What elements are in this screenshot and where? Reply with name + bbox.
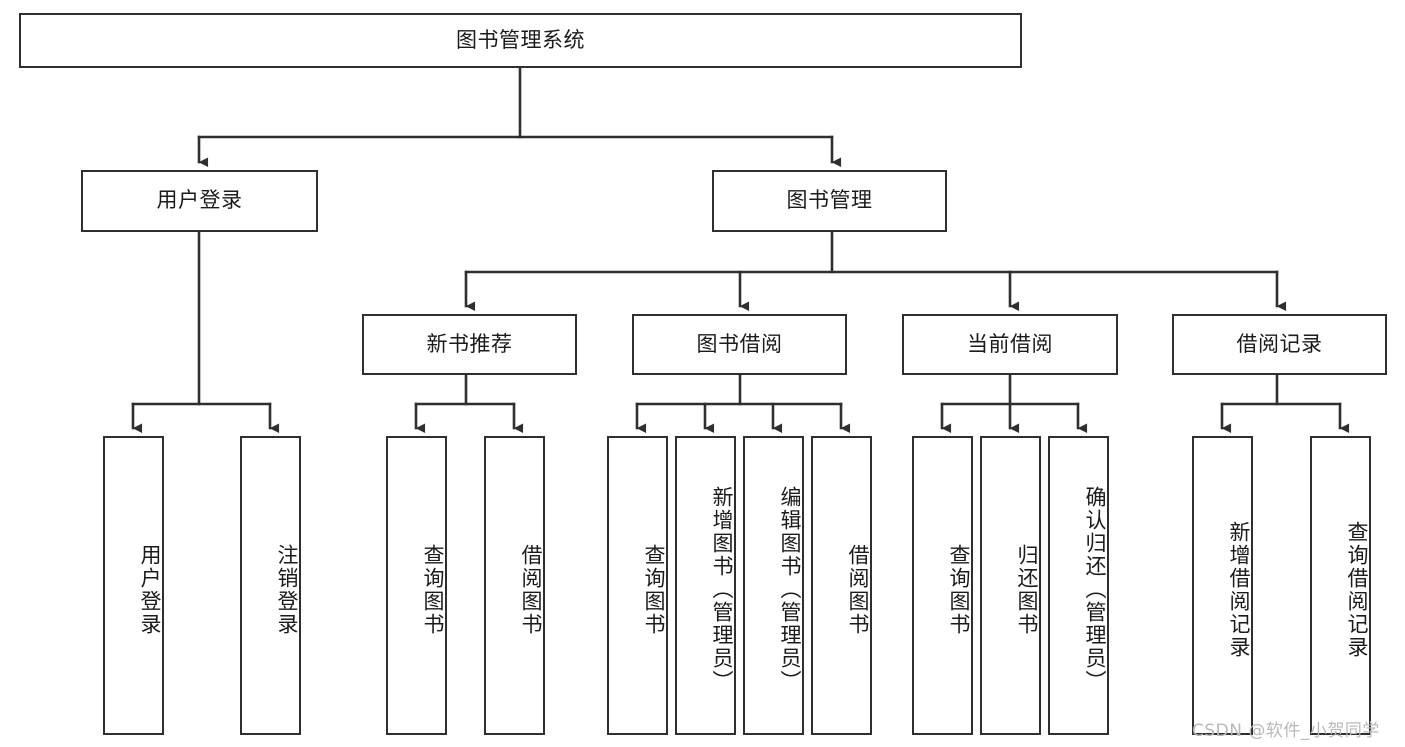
node-book-management[interactable]: 图书管理 [712,170,947,232]
leaf-label: 新增图书（管理员） [710,486,734,693]
leaf-label: 借阅图书 [846,543,870,636]
leaf-label: 归还图书 [1015,543,1039,636]
leaf-current-query-book[interactable]: 查询图书 [912,436,973,735]
node-current-borrow[interactable]: 当前借阅 [902,314,1118,375]
csdn-watermark: CSDN @软件_小贺同学 [1192,721,1380,741]
leaf-label: 新增借阅记录 [1227,520,1251,659]
leaf-borrow-query-book[interactable]: 查询图书 [607,436,668,735]
node-user-login[interactable]: 用户登录 [81,170,318,232]
leaf-label: 查询图书 [421,543,445,636]
leaf-borrow-borrow-book[interactable]: 借阅图书 [811,436,872,735]
node-new-book-recommend[interactable]: 新书推荐 [362,314,577,375]
leaf-user-login-login[interactable]: 用户登录 [103,436,164,735]
leaf-label: 确认归还（管理员） [1083,486,1107,693]
leaf-label: 用户登录 [138,543,162,636]
leaf-label: 查询图书 [642,543,666,636]
leaf-record-add[interactable]: 新增借阅记录 [1192,436,1253,735]
leaf-label: 编辑图书（管理员） [778,486,802,693]
leaf-label: 借阅图书 [519,543,543,636]
leaf-current-return-book[interactable]: 归还图书 [980,436,1041,735]
node-root-system[interactable]: 图书管理系统 [19,13,1022,68]
leaf-current-confirm-return[interactable]: 确认归还（管理员） [1048,436,1109,735]
leaf-new-book-borrow[interactable]: 借阅图书 [484,436,545,735]
leaf-label: 注销登录 [275,543,299,636]
node-book-borrow[interactable]: 图书借阅 [632,314,847,375]
leaf-new-book-query[interactable]: 查询图书 [386,436,447,735]
leaf-label: 查询图书 [947,543,971,636]
leaf-label: 查询借阅记录 [1345,520,1369,659]
leaf-borrow-add-book[interactable]: 新增图书（管理员） [675,436,736,735]
leaf-borrow-edit-book[interactable]: 编辑图书（管理员） [743,436,804,735]
leaf-user-login-logout[interactable]: 注销登录 [240,436,301,735]
leaf-record-query[interactable]: 查询借阅记录 [1310,436,1371,735]
node-borrow-record[interactable]: 借阅记录 [1172,314,1387,375]
